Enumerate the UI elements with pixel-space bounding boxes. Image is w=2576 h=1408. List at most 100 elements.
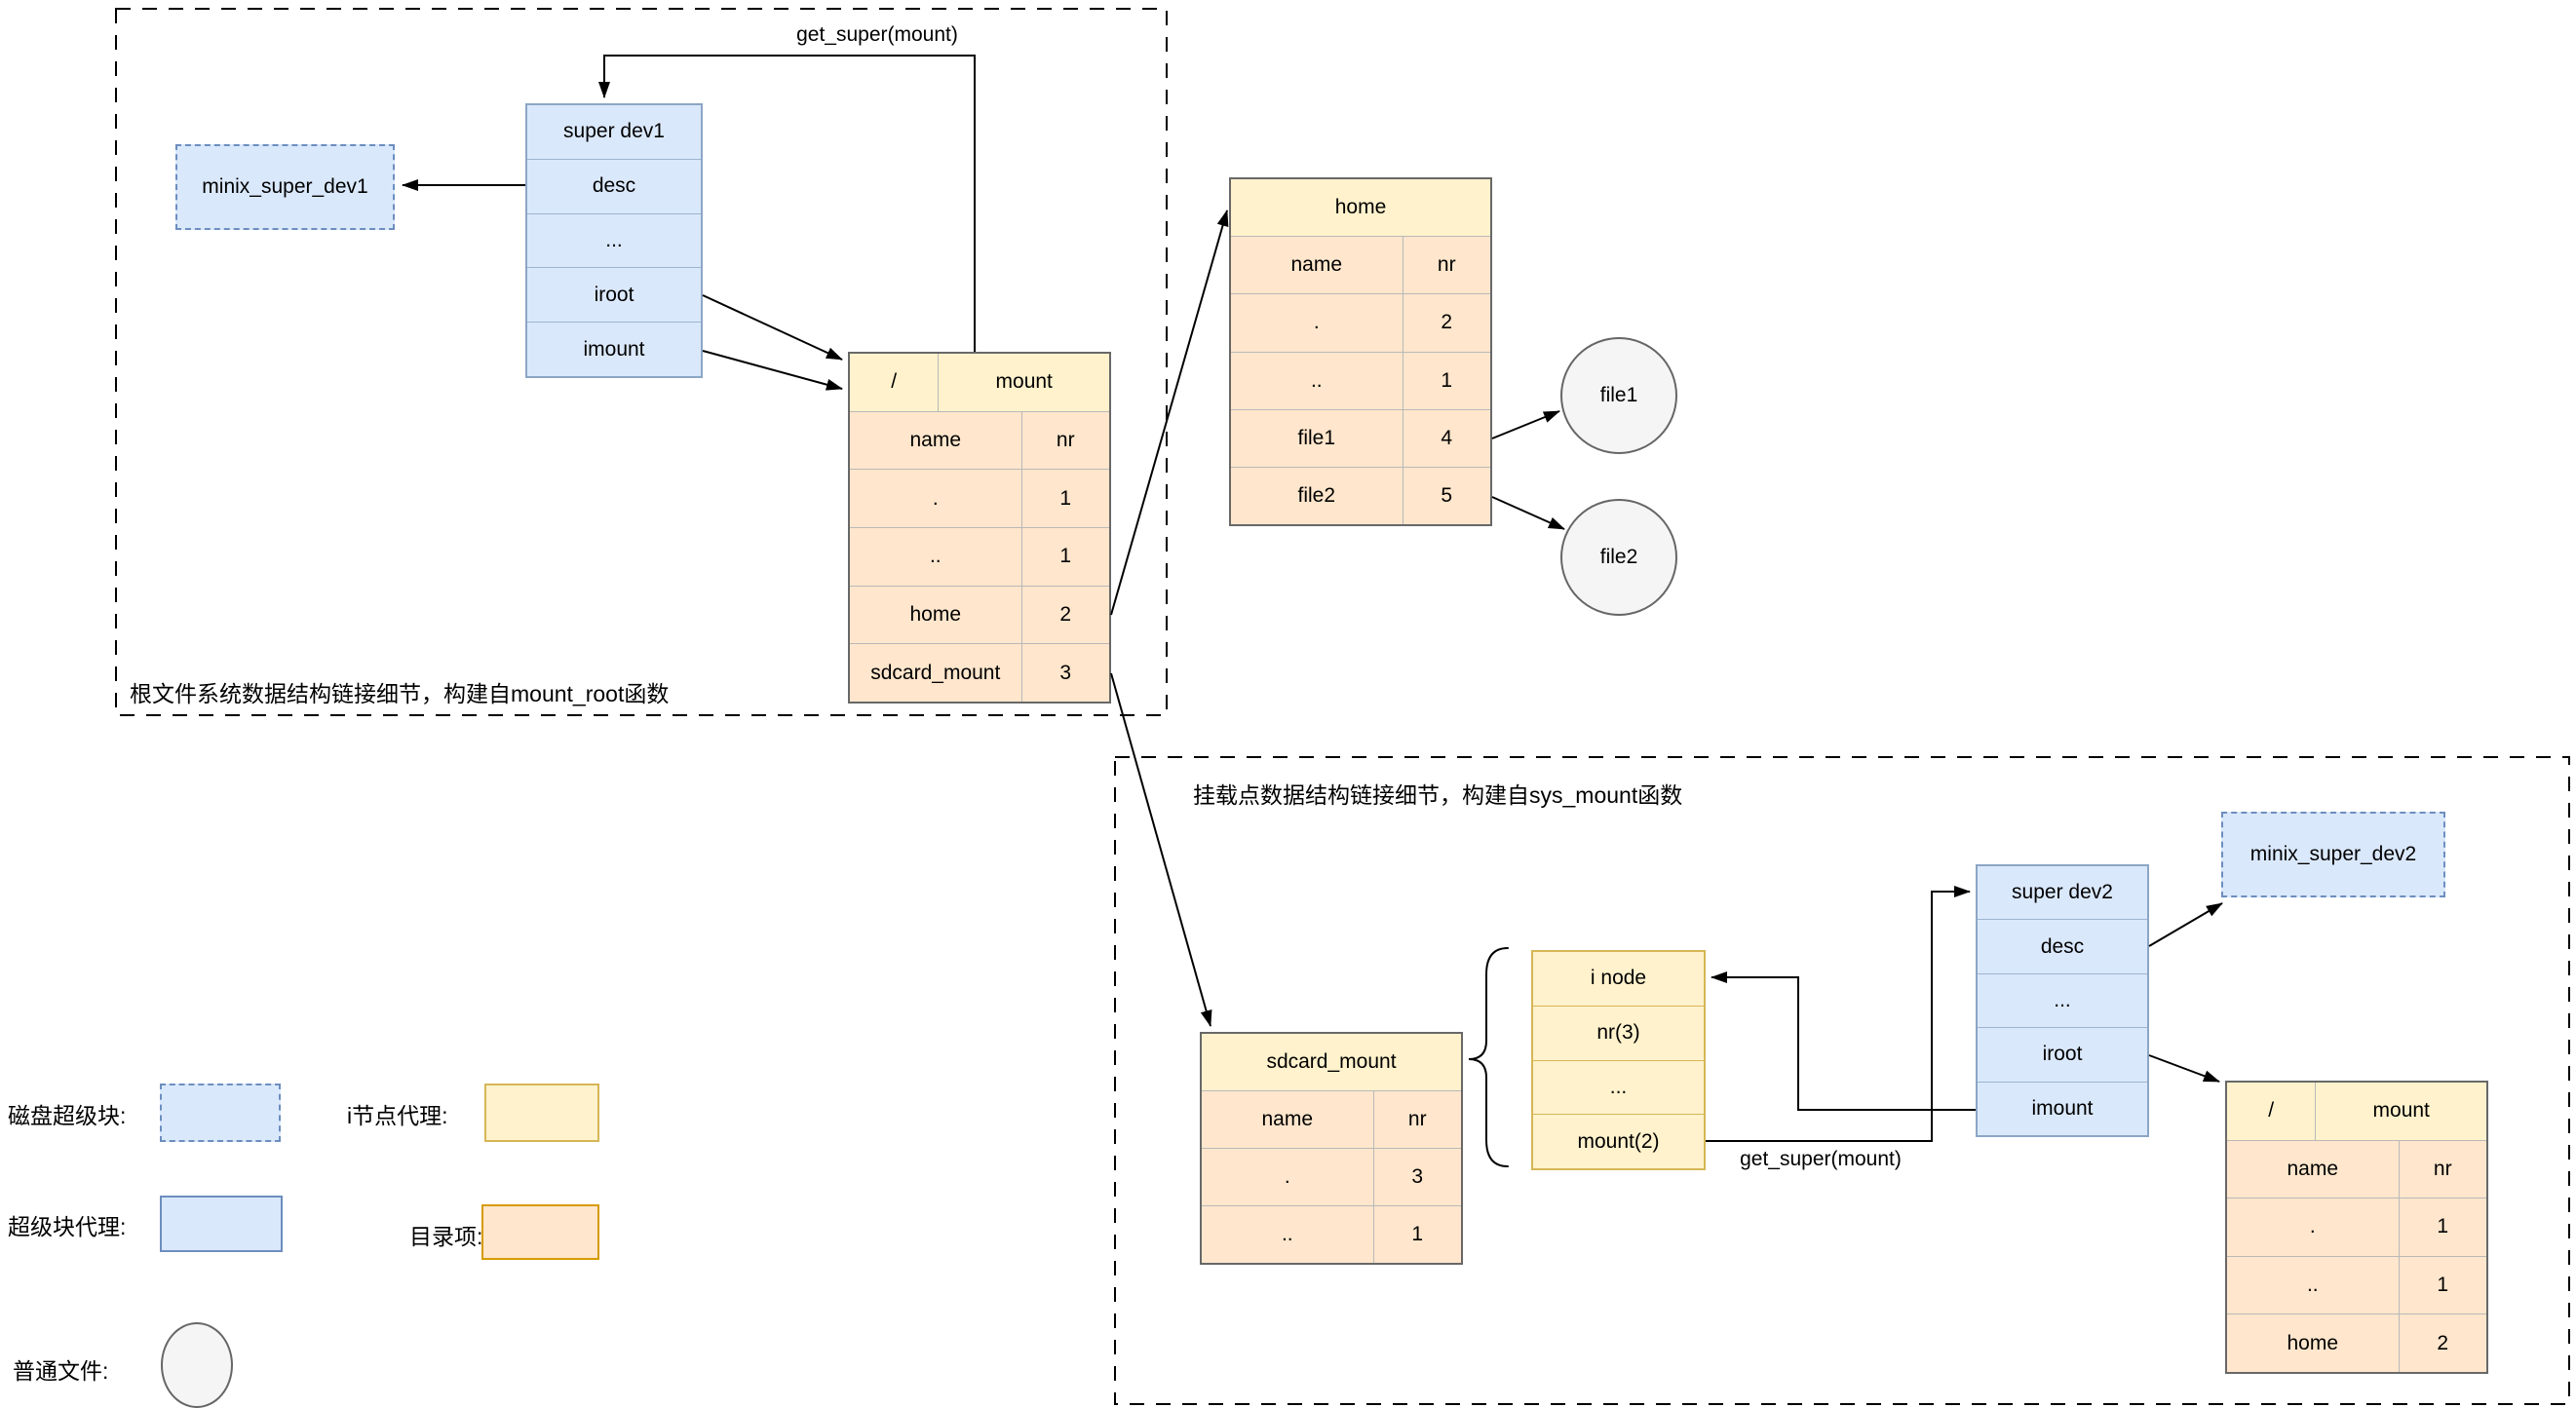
header-cell: home [1334,196,1387,219]
cell: 1 [1059,486,1072,510]
header-cell: mount [2372,1099,2430,1123]
brace-sdcard-to-inode [1468,947,1509,1167]
home-dir-table: home name nr . 2 .. 1 file1 4 file2 5 [1229,177,1492,526]
super-dev2-row: super dev2 [2012,881,2113,904]
inode-row: nr(3) [1533,1005,1704,1060]
edge-desc2-to-minix2 [2148,902,2223,947]
table-row: home 2 [2227,1313,2486,1372]
inode-table: i node nr(3) ... mount(2) [1531,950,1706,1170]
mount-box-caption: 挂载点数据结构链接细节，构建自sys_mount函数 [1193,782,1683,808]
cell: 1 [2437,1215,2449,1238]
root-mount-table: / mount name nr . 1 .. 1 home 2 sdcard_m… [848,352,1111,704]
table-row: .. 1 [1231,351,1490,409]
cell: file1 [1231,409,1403,467]
cell: 1 [2437,1274,2449,1297]
cell: .. [1202,1206,1374,1263]
cell: home [2227,1314,2400,1372]
legend-swatch-inode-proxy [484,1084,599,1142]
table-row: .. 1 [2227,1255,2486,1314]
minix-super-dev1-box: minix_super_dev1 [175,144,395,230]
cell: 5 [1441,483,1453,507]
table-header-row: home [1231,179,1490,237]
legend-label-disk-superblock: 磁盘超级块: [8,1103,127,1128]
table-header-row: / mount [850,354,1109,411]
header-cell: / [850,354,940,411]
super-dev1-table: super dev1 desc ... iroot imount [525,103,703,378]
cell: file2 [1231,467,1403,525]
header-cell: mount [995,370,1053,394]
cell: nr [1437,253,1456,277]
root-box-caption: 根文件系统数据结构链接细节，构建自mount_root函数 [130,681,670,706]
file2-circle: file2 [1560,499,1677,616]
cell: nr [2433,1157,2452,1180]
super-dev2-row: desc [1978,919,2147,972]
edge-iroot2-to-mount-dev2 [2148,1054,2220,1083]
edge-iroot1-to-mount [702,294,843,361]
table-row: . 1 [850,469,1109,528]
cell: home [850,586,1022,644]
cell: 3 [1411,1165,1424,1188]
legend-label-superblock-proxy: 超级块代理: [8,1214,127,1239]
table-row: . 2 [1231,293,1490,352]
legend-swatch-dirent [481,1204,599,1260]
edge-sdcard-entry-to-sdcard-table [1110,672,1212,1027]
table-row: home 2 [850,585,1109,644]
cell: .. [2227,1256,2400,1314]
header-cell: / [2227,1083,2317,1140]
legend-swatch-regular-file [161,1322,233,1408]
table-row: name nr [850,410,1109,470]
minix-super-dev2-box: minix_super_dev2 [2221,812,2445,897]
cell: . [1231,294,1403,352]
edge-imount2-to-inode [1711,971,1976,1111]
legend-label-dirent: 目录项: [409,1224,483,1249]
table-header-row: sdcard_mount [1202,1034,1461,1090]
super-dev1-row: ... [527,212,701,268]
table-row: . 1 [2227,1198,2486,1256]
cell: 1 [1059,545,1072,568]
cell: 1 [1441,368,1453,392]
cell: 2 [2437,1331,2449,1354]
super-dev1-row: desc [527,158,701,213]
cell: 3 [1059,661,1072,684]
header-cell: sdcard_mount [1266,1050,1397,1073]
cell: name [850,411,1022,470]
cell: nr [1056,429,1075,451]
table-header-row: / mount [2227,1083,2486,1140]
cell: 2 [1441,311,1453,334]
cell: .. [1231,352,1403,409]
dev2-mount-table: / mount name nr . 1 .. 1 home 2 [2225,1081,2488,1374]
super-dev2-table: super dev2 desc ... iroot imount [1976,864,2149,1137]
edge-get-super-mount [1706,886,1971,1142]
legend-label-regular-file: 普通文件: [13,1358,109,1384]
legend-label-inode-proxy: i节点代理: [347,1103,448,1128]
cell: name [1231,237,1403,294]
super-dev1-row: imount [527,322,701,376]
legend-swatch-disk-superblock [160,1084,281,1142]
cell: . [1202,1149,1374,1205]
cell: sdcard_mount [850,644,1022,703]
legend-swatch-superblock-proxy [160,1196,283,1252]
table-row: sdcard_mount 3 [850,643,1109,703]
get-super-label-root: get_super(mount) [796,23,958,46]
inode-row: mount(2) [1533,1114,1704,1168]
table-row: name nr [1202,1090,1461,1148]
table-row: .. 1 [1202,1205,1461,1263]
table-row: file2 5 [1231,466,1490,525]
cell: 4 [1441,426,1453,449]
sdcard-mount-table: sdcard_mount name nr . 3 .. 1 [1200,1032,1463,1265]
inode-row: ... [1533,1059,1704,1115]
table-row: .. 1 [850,527,1109,586]
edge-imount1-to-mount [702,350,843,391]
table-row: . 3 [1202,1148,1461,1205]
cell: name [2227,1140,2400,1199]
super-dev2-row: imount [1978,1081,2147,1135]
get-super-label-mount: get_super(mount) [1740,1148,1902,1170]
edge-home-entry-to-home-table [1110,209,1229,616]
cell: name [1202,1091,1374,1148]
cell: 2 [1059,603,1072,627]
super-dev1-row: super dev1 [563,120,665,143]
super-dev2-row: ... [1978,972,2147,1027]
inode-row: i node [1590,967,1647,990]
super-dev1-row: iroot [527,267,701,322]
